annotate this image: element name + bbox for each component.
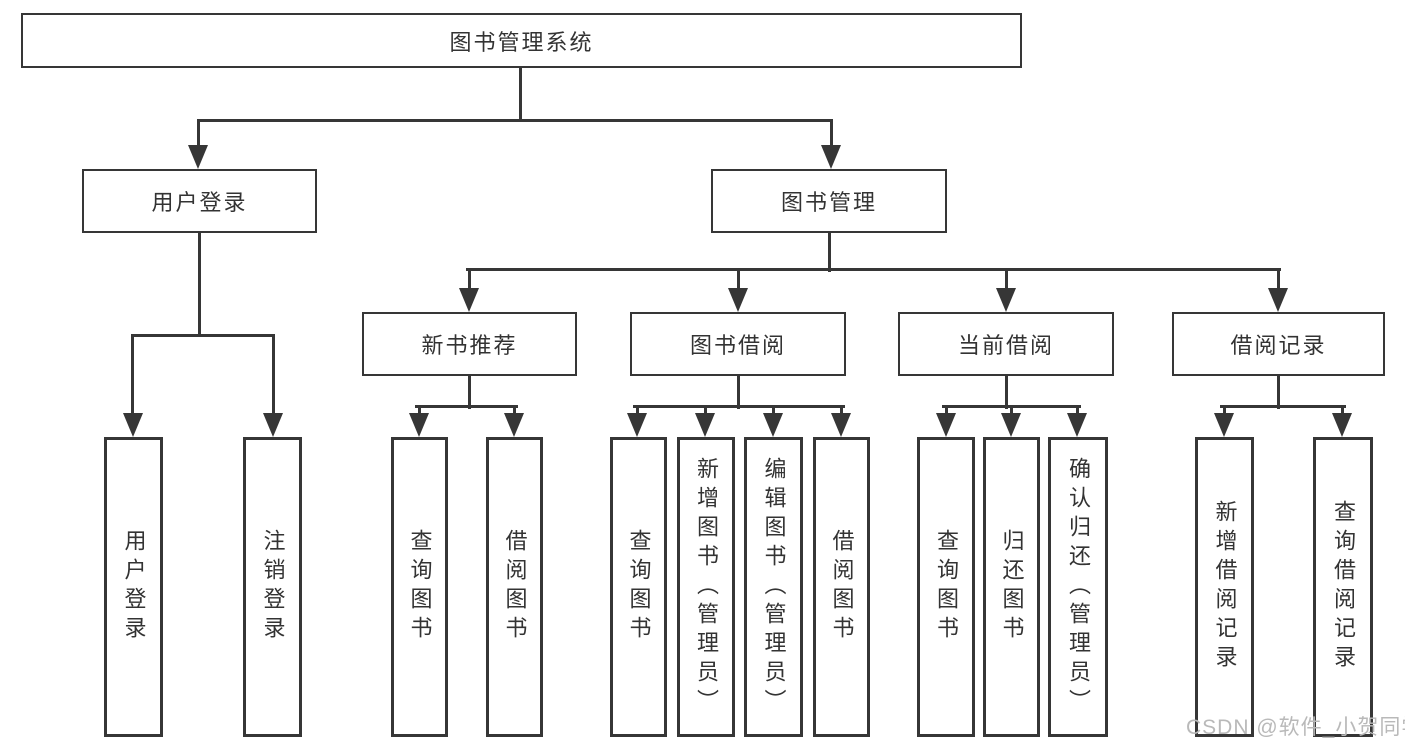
node-book-borrow: 图书借阅 xyxy=(630,312,846,376)
arrowhead-down-icon xyxy=(263,413,283,437)
connector-line xyxy=(197,119,200,150)
arrowhead-down-icon xyxy=(936,413,956,437)
node-borrow-record: 借阅记录 xyxy=(1172,312,1385,376)
arrowhead-down-icon xyxy=(1067,413,1087,437)
connector-line xyxy=(1223,405,1226,417)
node-new-book-recommend: 新书推荐 xyxy=(362,312,577,376)
arrowhead-down-icon xyxy=(188,145,208,169)
arrowhead-down-icon xyxy=(695,413,715,437)
leaf-borrow-book-2: 借阅图书 xyxy=(813,437,870,737)
leaf-query-borrow-record: 查询借阅记录 xyxy=(1313,437,1373,737)
connector-line xyxy=(830,119,833,150)
node-book-management: 图书管理 xyxy=(711,169,947,233)
connector-line xyxy=(513,405,516,417)
connector-line xyxy=(737,268,740,292)
arrowhead-down-icon xyxy=(1001,413,1021,437)
arrowhead-down-icon xyxy=(728,288,748,312)
connector-line xyxy=(1005,376,1008,409)
connector-line xyxy=(840,405,843,417)
node-user-login-label: 用户登录 xyxy=(151,190,248,215)
connector-line xyxy=(466,268,1281,271)
connector-line xyxy=(1005,268,1008,292)
leaf-add-book-admin-label: 新增图书（管理员） xyxy=(694,456,719,718)
connector-line xyxy=(468,268,471,292)
connector-line xyxy=(945,405,948,417)
leaf-query-book-3-label: 查询图书 xyxy=(934,529,959,645)
leaf-add-borrow-record-label: 新增借阅记录 xyxy=(1212,500,1238,674)
leaf-borrow-book-1: 借阅图书 xyxy=(486,437,543,737)
leaf-query-book-2-label: 查询图书 xyxy=(626,529,652,645)
node-book-management-label: 图书管理 xyxy=(780,190,877,215)
arrowhead-down-icon xyxy=(123,413,143,437)
leaf-edit-book-admin-label: 编辑图书（管理员） xyxy=(761,456,787,718)
leaf-query-book-1-label: 查询图书 xyxy=(407,529,433,645)
connector-line xyxy=(828,233,831,272)
node-current-borrow-label: 当前借阅 xyxy=(957,333,1054,358)
leaf-confirm-return-admin-label: 确认归还（管理员） xyxy=(1066,456,1091,718)
connector-line xyxy=(772,405,775,417)
arrowhead-down-icon xyxy=(627,413,647,437)
connector-line xyxy=(415,405,518,408)
connector-line xyxy=(1277,268,1280,292)
connector-line xyxy=(418,405,421,417)
arrowhead-down-icon xyxy=(763,413,783,437)
connector-line xyxy=(1341,405,1344,417)
node-root: 图书管理系统 xyxy=(21,13,1022,68)
connector-line xyxy=(633,405,845,408)
connector-line xyxy=(636,405,639,417)
arrowhead-down-icon xyxy=(459,288,479,312)
connector-line xyxy=(1010,405,1013,417)
connector-line xyxy=(131,334,134,417)
leaf-borrow-book-1-label: 借阅图书 xyxy=(502,529,528,645)
node-current-borrow: 当前借阅 xyxy=(898,312,1114,376)
node-new-book-recommend-label: 新书推荐 xyxy=(421,333,518,358)
node-borrow-record-label: 借阅记录 xyxy=(1230,333,1327,358)
leaf-logout: 注销登录 xyxy=(243,437,302,737)
connector-line xyxy=(1220,405,1346,408)
leaf-add-borrow-record: 新增借阅记录 xyxy=(1195,437,1254,737)
leaf-user-login-label: 用户登录 xyxy=(121,529,147,645)
arrowhead-down-icon xyxy=(504,413,524,437)
arrowhead-down-icon xyxy=(821,145,841,169)
arrowhead-down-icon xyxy=(996,288,1016,312)
node-user-login: 用户登录 xyxy=(82,169,317,233)
leaf-edit-book-admin: 编辑图书（管理员） xyxy=(744,437,803,737)
connector-line xyxy=(1076,405,1079,417)
arrowhead-down-icon xyxy=(1268,288,1288,312)
leaf-query-book-1: 查询图书 xyxy=(391,437,448,737)
connector-line xyxy=(197,119,833,122)
csdn-watermark: CSDN @软件_小贺同学 xyxy=(1186,716,1405,739)
arrowhead-down-icon xyxy=(1214,413,1234,437)
connector-line xyxy=(1277,376,1280,409)
connector-line xyxy=(272,334,275,417)
node-root-label: 图书管理系统 xyxy=(449,29,594,55)
connector-line xyxy=(704,405,707,417)
leaf-query-book-2: 查询图书 xyxy=(610,437,667,737)
leaf-confirm-return-admin: 确认归还（管理员） xyxy=(1048,437,1108,737)
leaf-query-book-3: 查询图书 xyxy=(917,437,975,737)
leaf-return-book: 归还图书 xyxy=(983,437,1040,737)
connector-line xyxy=(519,68,522,122)
leaf-query-borrow-record-label: 查询借阅记录 xyxy=(1331,500,1356,674)
leaf-user-login: 用户登录 xyxy=(104,437,163,737)
connector-line xyxy=(131,334,275,337)
arrowhead-down-icon xyxy=(409,413,429,437)
leaf-add-book-admin: 新增图书（管理员） xyxy=(677,437,735,737)
leaf-return-book-label: 归还图书 xyxy=(999,529,1025,645)
arrowhead-down-icon xyxy=(831,413,851,437)
connector-line xyxy=(468,376,471,409)
connector-line xyxy=(737,376,740,409)
leaf-borrow-book-2-label: 借阅图书 xyxy=(829,529,855,645)
connector-line xyxy=(198,233,201,337)
arrowhead-down-icon xyxy=(1332,413,1352,437)
leaf-logout-label: 注销登录 xyxy=(260,529,286,645)
node-book-borrow-label: 图书借阅 xyxy=(689,333,786,358)
